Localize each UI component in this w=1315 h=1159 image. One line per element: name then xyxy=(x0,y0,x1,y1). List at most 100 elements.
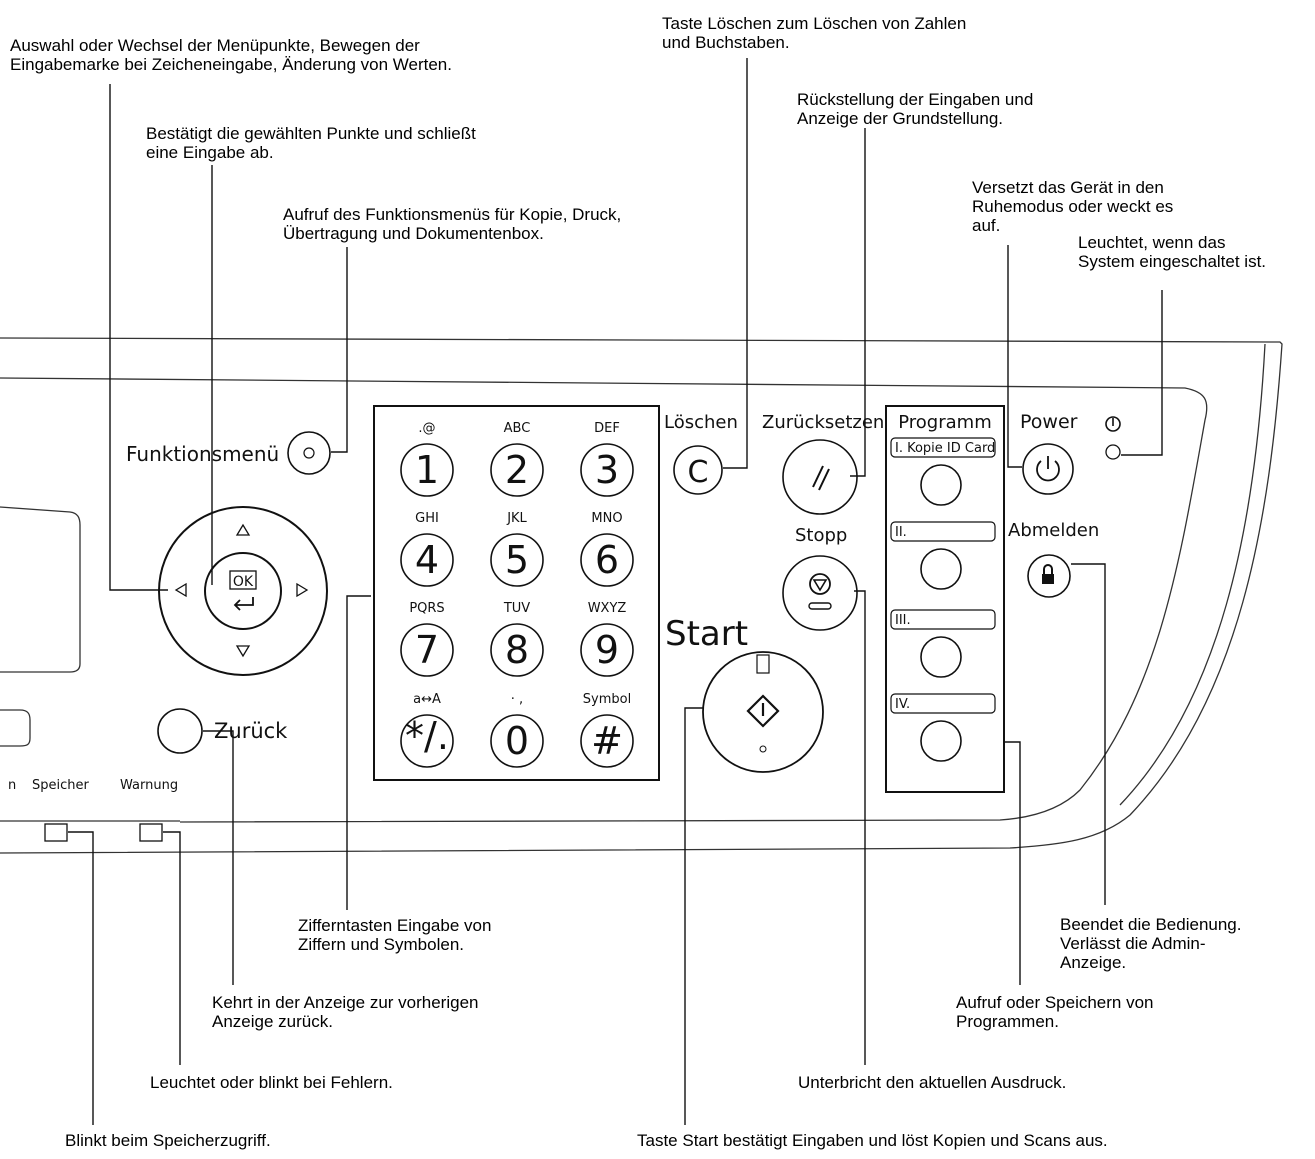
key-label: 2 xyxy=(505,448,529,492)
annotation-abmelden: Beendet die Bedienung.Verlässt die Admin… xyxy=(1060,915,1242,972)
annotation-funktionsmenu: Aufruf des Funktionsmenüs für Kopie, Dru… xyxy=(283,205,622,243)
program-2-button[interactable] xyxy=(920,548,962,590)
programm-label: Programm xyxy=(898,412,991,433)
program-slot-label-frame xyxy=(890,693,996,714)
key-4-button[interactable] xyxy=(400,533,454,587)
key-9-button[interactable] xyxy=(580,623,634,677)
annotation-warnung: Leuchtet oder blinkt bei Fehlern. xyxy=(150,1073,393,1092)
key-8-button[interactable] xyxy=(490,623,544,677)
zuruecksetzen-label: Zurücksetzen xyxy=(762,412,884,433)
key-sublabel: WXYZ xyxy=(588,601,627,616)
speicher-indicator xyxy=(44,823,68,842)
key-sublabel: DEF xyxy=(594,421,620,436)
keypad-frame xyxy=(373,405,660,781)
loeschen-label: Löschen xyxy=(664,412,738,433)
key-sublabel: Symbol xyxy=(583,692,631,707)
key-2-button[interactable] xyxy=(490,443,544,497)
enter-icon xyxy=(233,597,254,611)
program-4-button[interactable] xyxy=(920,720,962,762)
program-slot-label-frame xyxy=(890,609,996,630)
programm-frame xyxy=(885,405,1005,793)
keypad: .@1ABC2DEF3GHI4JKL5MNO6PQRS7TUV8WXYZ9a↔A… xyxy=(400,421,634,768)
ok-button[interactable] xyxy=(204,552,282,630)
key-11-button[interactable] xyxy=(490,714,544,768)
key-1-button[interactable] xyxy=(400,443,454,497)
arrow-right-icon[interactable] xyxy=(296,582,309,598)
key-label: 9 xyxy=(595,628,619,672)
start-label: Start xyxy=(665,614,748,654)
key-12-button[interactable] xyxy=(580,714,634,768)
program-slot-label-frame xyxy=(890,437,996,458)
key-label: # xyxy=(591,719,623,763)
ok-frame xyxy=(229,570,257,590)
key-sublabel: a↔A xyxy=(413,692,441,707)
key-label: 6 xyxy=(595,538,619,582)
key-5-button[interactable] xyxy=(490,533,544,587)
program-slot-label: IV. xyxy=(895,697,910,712)
key-sublabel: JKL xyxy=(506,511,527,526)
key-sublabel: GHI xyxy=(415,511,439,526)
program-slot-label-frame xyxy=(890,521,996,542)
arrow-left-icon[interactable] xyxy=(174,582,187,598)
funktionsmenu-label: Funktionsmenü xyxy=(126,442,279,466)
key-sublabel: TUV xyxy=(503,601,530,616)
funktionsmenu-button[interactable] xyxy=(287,431,331,475)
key-label: 8 xyxy=(505,628,529,672)
key-label: 1 xyxy=(415,448,439,492)
program-slot-label: III. xyxy=(895,613,911,628)
annotation-start: Taste Start bestätigt Eingaben und löst … xyxy=(637,1131,1108,1150)
key-6-button[interactable] xyxy=(580,533,634,587)
key-label: 0 xyxy=(505,719,529,763)
loeschen-button[interactable] xyxy=(673,445,723,495)
key-sublabel: · , xyxy=(511,692,523,707)
clear-key-label: C xyxy=(688,455,709,490)
key-sublabel: ABC xyxy=(504,421,531,436)
warnung-indicator xyxy=(139,823,163,842)
funktionsmenu-dot xyxy=(303,447,315,459)
zuruecksetzen-button[interactable] xyxy=(782,439,858,515)
power-indicator-icon xyxy=(1105,416,1121,432)
power-icon xyxy=(1036,456,1060,482)
lock-icon xyxy=(1042,564,1054,584)
key-label: 7 xyxy=(415,628,439,672)
reset-icon xyxy=(812,465,830,491)
key-sublabel: MNO xyxy=(591,511,622,526)
key-label: 4 xyxy=(415,538,439,582)
zurueck-button[interactable] xyxy=(157,708,203,754)
program-slot-label: I. Kopie ID Card xyxy=(895,441,995,456)
key-label: */. xyxy=(405,714,449,758)
stop-icon xyxy=(808,573,832,610)
program-1-button[interactable] xyxy=(920,464,962,506)
annotation-navigation: Auswahl oder Wechsel der Menüpunkte, Bew… xyxy=(10,36,452,74)
ok-label: OK xyxy=(233,574,254,590)
key-10-button[interactable] xyxy=(400,714,454,768)
start-led xyxy=(756,654,770,674)
panel-outline xyxy=(0,337,1283,854)
arrow-up-icon[interactable] xyxy=(235,523,251,536)
annotation-ok: Bestätigt die gewählten Punkte und schli… xyxy=(146,124,476,162)
key-7-button[interactable] xyxy=(400,623,454,677)
key-sublabel: PQRS xyxy=(409,601,444,616)
program-slot-label: II. xyxy=(895,525,907,540)
power-label: Power xyxy=(1020,411,1078,433)
arrow-down-icon[interactable] xyxy=(235,645,251,658)
key-3-button[interactable] xyxy=(580,443,634,497)
abmelden-label: Abmelden xyxy=(1008,520,1099,541)
annotation-speicher: Blinkt beim Speicherzugriff. xyxy=(65,1131,271,1150)
leader-lines xyxy=(68,58,1163,1125)
speicher-prefix: n xyxy=(8,778,16,793)
power-led xyxy=(1105,444,1121,460)
key-sublabel: .@ xyxy=(418,421,435,436)
stopp-button[interactable] xyxy=(782,555,858,631)
program-3-button[interactable] xyxy=(920,636,962,678)
speicher-label: Speicher xyxy=(32,778,89,793)
key-label: 5 xyxy=(505,538,529,582)
